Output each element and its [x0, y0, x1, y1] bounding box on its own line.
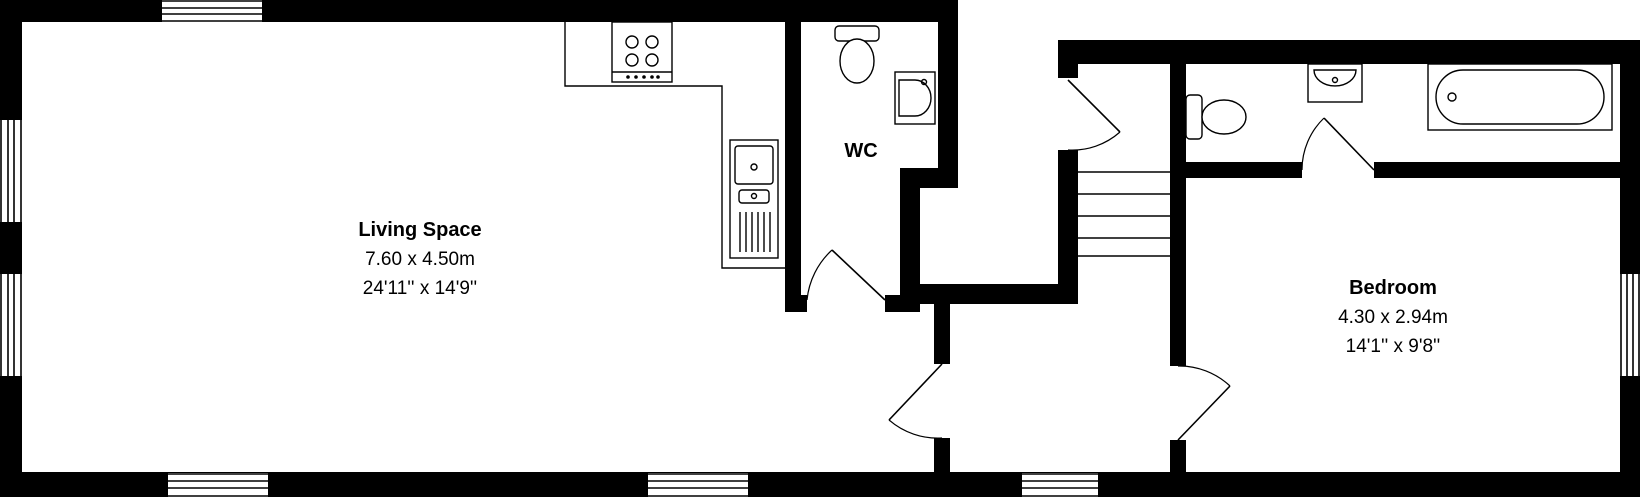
wc-name: WC	[844, 140, 877, 162]
bedroom-imperial: 14'1'' x 9'8''	[1346, 336, 1441, 357]
living-space-name: Living Space	[358, 219, 481, 241]
door-wc	[806, 249, 886, 301]
bedroom-metric: 4.30 x 2.94m	[1338, 307, 1448, 328]
bath-icon	[1427, 63, 1613, 131]
bathroom-basin-icon	[1307, 63, 1363, 103]
wc-basin-icon	[894, 71, 936, 125]
kitchen-worktop	[564, 21, 785, 269]
living-space-metric: 7.60 x 4.50m	[365, 249, 475, 270]
hob-icon	[611, 21, 673, 83]
door-cupboard	[1067, 79, 1121, 151]
door-bathroom	[1301, 117, 1375, 171]
stairs	[1078, 171, 1170, 257]
living-space-imperial: 24'11'' x 14'9''	[363, 278, 477, 299]
sink-icon	[729, 139, 779, 259]
bathroom-toilet-icon	[1185, 94, 1247, 140]
bedroom-name: Bedroom	[1349, 277, 1437, 299]
wc-toilet-icon	[834, 25, 880, 84]
door-bedroom	[1177, 365, 1231, 441]
door-entrance	[888, 363, 943, 439]
